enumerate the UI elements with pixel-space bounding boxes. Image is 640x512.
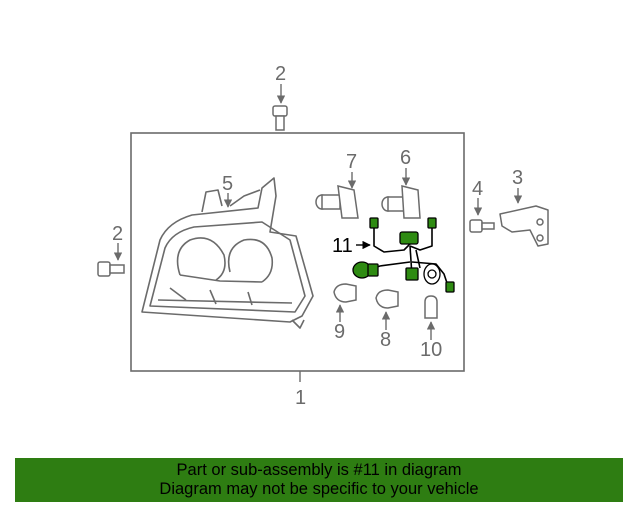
callout-11: 11 <box>332 235 353 257</box>
assembly-frame <box>130 132 465 372</box>
callout-1: 1 <box>295 387 306 409</box>
callout-2-left: 2 <box>112 223 123 245</box>
bulb-9 <box>333 283 357 303</box>
wiring-harness <box>367 226 449 287</box>
harness-connectors <box>352 217 455 293</box>
info-banner: Part or sub-assembly is #11 in diagram D… <box>15 458 623 502</box>
headlamp-housing <box>141 177 314 329</box>
bolt-top <box>272 105 288 131</box>
callout-2-top: 2 <box>275 63 286 85</box>
callout-10: 10 <box>420 339 442 361</box>
callout-3: 3 <box>512 167 523 189</box>
harness-socket <box>423 263 441 285</box>
bulb-8 <box>375 289 399 309</box>
bulb-socket-7 <box>315 185 359 219</box>
bolt-left <box>97 261 125 277</box>
callout-6: 6 <box>400 147 411 169</box>
callout-9: 9 <box>334 321 345 343</box>
banner-line-2: Diagram may not be specific to your vehi… <box>159 480 479 498</box>
mounting-bracket <box>499 205 549 247</box>
banner-line-1: Part or sub-assembly is #11 in diagram <box>176 461 462 479</box>
bulb-socket-6 <box>381 185 421 219</box>
callout-4: 4 <box>472 178 483 200</box>
bulb-10 <box>424 295 438 319</box>
screw <box>469 219 495 233</box>
callout-7: 7 <box>346 151 357 173</box>
callout-8: 8 <box>380 329 391 351</box>
callout-5: 5 <box>222 173 233 195</box>
